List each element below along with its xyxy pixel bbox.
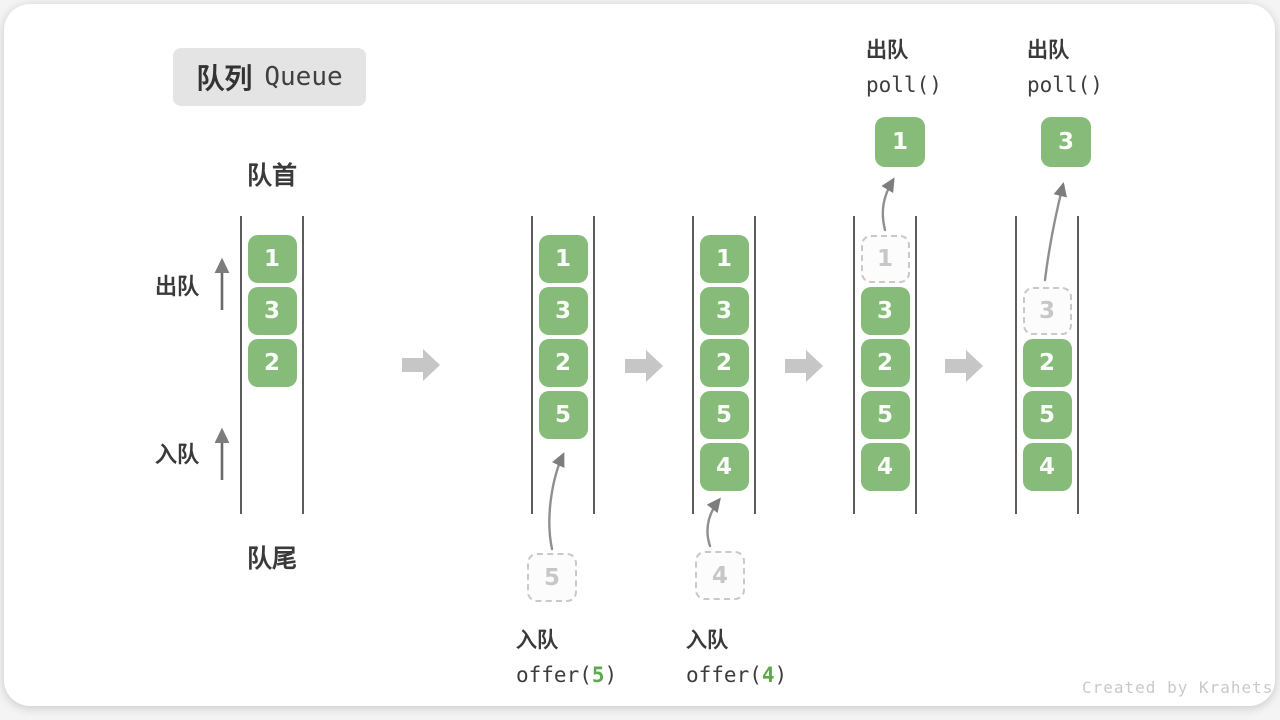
- state-poll-3-move-arrow: [1043, 181, 1067, 282]
- state-poll-3-item-3: 3: [1022, 287, 1072, 335]
- state-poll-3-header-action: 出队: [1027, 39, 1069, 62]
- state-poll-1-wall: [915, 216, 917, 514]
- state-offer-5-item-5: 5: [538, 391, 588, 439]
- state-poll-1-item-5: 5: [860, 391, 910, 439]
- next-state-arrow-1: [402, 349, 440, 381]
- arrows-overlay: [214, 177, 1067, 551]
- title-en: Queue: [264, 62, 343, 92]
- state-poll-3-header: 出队 poll(): [1027, 34, 1103, 97]
- state-poll-1-dequeued-item: 1: [875, 117, 925, 167]
- state-poll-1-item-1: 1: [860, 235, 910, 283]
- state-poll-3-wall: [1015, 216, 1017, 514]
- state-offer-4-incoming-item: 4: [695, 551, 745, 600]
- watermark: Created by Krahets: [1082, 678, 1274, 697]
- state-offer-4-move-arrow: [706, 497, 721, 548]
- state-poll-3-item-2: 2: [1022, 339, 1072, 387]
- state-offer-4-caption-arg: 4: [761, 663, 775, 687]
- label-enqueue-side: 入队: [155, 442, 200, 467]
- state-offer-5-move-arrow: [548, 452, 565, 551]
- state-offer-4-caption: 入队 offer(4): [686, 624, 787, 687]
- state-offer-4-wall: [754, 216, 756, 514]
- state-poll-1-header-action: 出队: [866, 39, 908, 62]
- next-state-arrow-4: [945, 350, 983, 382]
- state-offer-5-wall: [593, 216, 595, 514]
- state-offer-5-wall: [531, 216, 533, 514]
- state-poll-1-wall: [853, 216, 855, 514]
- state-poll-1-item-2: 2: [860, 339, 910, 387]
- state-poll-1-item-4: 4: [860, 443, 910, 491]
- state-poll-1-header-code: poll(): [866, 73, 942, 97]
- next-state-arrow-3: [785, 350, 823, 382]
- state-offer-4-item-4: 4: [699, 443, 749, 491]
- state-offer-5-incoming-item: 5: [527, 553, 577, 602]
- state-offer-4-wall: [692, 216, 694, 514]
- state-offer-5-item-1: 1: [538, 235, 588, 283]
- state-offer-5-item-2: 2: [538, 339, 588, 387]
- state-poll-3-item-5: 5: [1022, 391, 1072, 439]
- state-poll-1-move-arrow: [881, 177, 895, 232]
- state-poll-3-wall: [1077, 216, 1079, 514]
- state-offer-5-caption: 入队 offer(5): [516, 624, 617, 687]
- state-offer-4-item-3: 3: [699, 287, 749, 335]
- state-offer-5-caption-action: 入队: [516, 629, 558, 652]
- state-offer-5-caption-arg: 5: [591, 663, 605, 687]
- label-queue-rear: 队尾: [247, 545, 298, 573]
- state-poll-3-item-4: 4: [1022, 443, 1072, 491]
- state-offer-4-item-1: 1: [699, 235, 749, 283]
- state-poll-1-header: 出队 poll(): [866, 34, 942, 97]
- state-poll-3-dequeued-item: 3: [1041, 117, 1091, 167]
- title-box: 队列 Queue: [173, 48, 366, 106]
- state-poll-1-item-3: 3: [860, 287, 910, 335]
- state-initial-item-2: 2: [247, 339, 297, 387]
- label-dequeue-side: 出队: [155, 274, 200, 299]
- state-offer-5-caption-code: offer(5): [516, 663, 618, 687]
- state-poll-3-header-code: poll(): [1027, 73, 1103, 97]
- state-offer-4-caption-action: 入队: [686, 629, 728, 652]
- state-offer-4-caption-code: offer(4): [686, 663, 788, 687]
- label-queue-front: 队首: [247, 162, 298, 190]
- state-offer-4-item-5: 5: [699, 391, 749, 439]
- state-initial-item-1: 1: [247, 235, 297, 283]
- state-offer-4-item-2: 2: [699, 339, 749, 387]
- title-zh: 队列: [196, 63, 253, 94]
- state-initial-wall: [302, 216, 304, 514]
- state-offer-5-item-3: 3: [538, 287, 588, 335]
- state-initial-wall: [240, 216, 242, 514]
- state-initial-item-3: 3: [247, 287, 297, 335]
- next-state-arrow-2: [625, 350, 663, 382]
